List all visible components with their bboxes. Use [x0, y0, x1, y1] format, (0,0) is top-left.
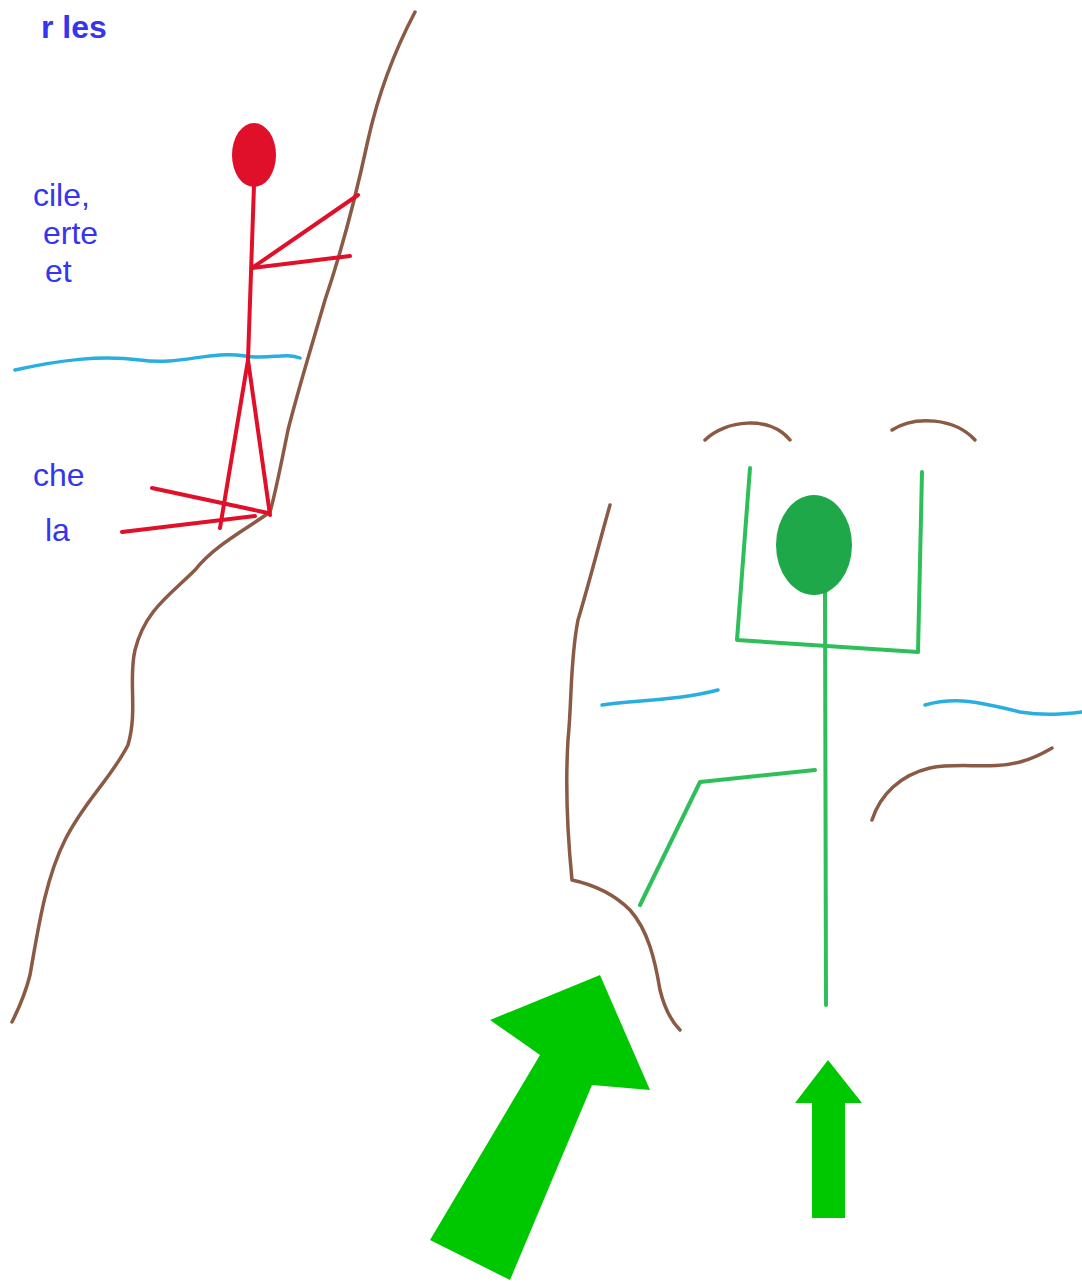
text-fragment: che	[33, 456, 85, 494]
water-line	[602, 690, 718, 705]
force-arrow	[795, 1060, 862, 1218]
text-fragment: la	[45, 511, 70, 549]
text-fragment: cile,	[33, 176, 90, 214]
climber-body	[825, 590, 826, 1005]
climber-foot	[122, 516, 255, 532]
climber-leg	[640, 770, 815, 905]
climber-body	[248, 185, 254, 360]
climber-head	[232, 123, 276, 187]
climber-head	[776, 495, 852, 595]
hold-line	[892, 421, 975, 440]
cliff-line	[12, 12, 415, 1022]
text-fragment: et	[45, 252, 72, 290]
ledge-line	[872, 748, 1052, 820]
climber-leg	[248, 360, 270, 515]
climber-arm	[737, 468, 922, 652]
climber-arm	[252, 195, 358, 268]
cliff-line	[567, 505, 680, 1030]
force-arrow	[430, 975, 650, 1280]
text-fragment: r les	[41, 8, 107, 46]
water-line	[925, 701, 1082, 715]
climber-arm	[252, 256, 350, 268]
water-line	[15, 355, 300, 370]
hold-line	[705, 423, 790, 440]
text-fragment: erte	[43, 214, 98, 252]
climber-foot	[152, 488, 268, 513]
